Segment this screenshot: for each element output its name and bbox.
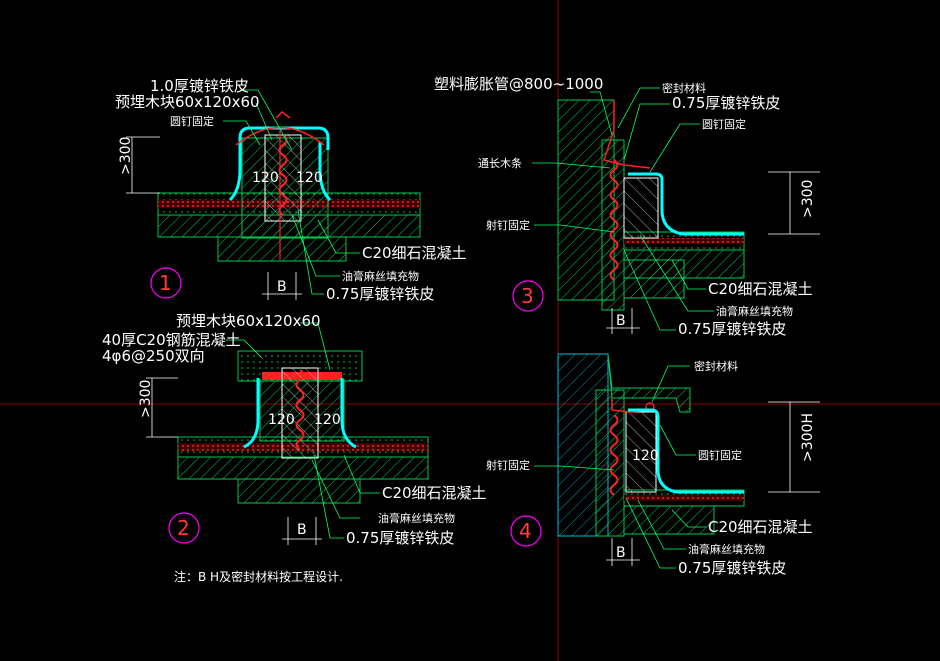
design-note: 注：B H及密封材料按工程设计. [174,569,343,584]
detail-3-nail-label: 圆钉固定 [702,117,746,131]
detail-3-strip-label: 通长木条 [478,156,522,170]
detail-3-pipe-label: 塑料膨胀管@800~1000 [434,75,603,93]
detail-3-concrete-label: C20细石混凝土 [708,280,813,298]
detail-2-width-right: 120 [314,412,341,428]
detail-1-width-left: 120 [252,170,279,186]
detail-1-width-right: 120 [296,170,323,186]
detail-4-height: >300H [800,413,816,462]
detail-4-number: 4 [519,519,532,543]
detail-2-concrete-label: C20细石混凝土 [382,484,487,502]
detail-3-b: B [616,313,626,329]
detail-2-height: >300 [138,380,154,418]
detail-2: >300 120 120 B 预埋木块60x120x60 40厚C20钢筋混凝土… [102,312,487,547]
detail-1-height: >300 [118,137,134,175]
detail-4-concrete-label: C20细石混凝土 [708,518,813,536]
detail-1-b: B [277,279,287,295]
detail-4-width: 120 [632,448,659,464]
detail-4-nail-label: 圆钉固定 [698,448,742,462]
detail-2-slab-label: 40厚C20钢筋混凝土 [102,331,241,349]
detail-3-galv-top-label: 0.75厚镀锌铁皮 [672,94,780,112]
detail-1-galv-label: 0.75厚镀锌铁皮 [326,285,434,303]
detail-4: >300H 120 B 密封材料 圆钉固定 射钉固定 C20细石混凝土 油膏麻丝… [486,353,820,577]
detail-1-block-label: 预埋木块60x120x60 [115,93,260,111]
detail-2-galv-label: 0.75厚镀锌铁皮 [346,529,454,547]
detail-1-nail-label: 圆钉固定 [170,114,214,128]
detail-1-sheet-label: 1.0厚镀锌铁皮 [150,77,249,95]
detail-1-concrete-label: C20细石混凝土 [362,244,467,262]
detail-3-filler-label: 油膏麻丝填充物 [716,304,793,318]
detail-4-seal-label: 密封材料 [694,359,738,373]
detail-3-seal-label: 密封材料 [662,81,706,95]
detail-2-b: B [297,522,307,538]
detail-3-shot-nail-label: 射钉固定 [486,218,530,232]
detail-4-galv-label: 0.75厚镀锌铁皮 [678,559,786,577]
detail-4-filler-label: 油膏麻丝填充物 [688,542,765,556]
detail-1-number: 1 [159,271,172,295]
detail-2-number: 2 [177,516,190,540]
detail-2-filler-label: 油膏麻丝填充物 [378,511,455,525]
detail-3-number: 3 [521,284,534,308]
detail-3-height: >300 [800,180,816,218]
detail-3-galv-label: 0.75厚镀锌铁皮 [678,320,786,338]
detail-2-rebar-label: 4φ6@250双向 [102,347,205,365]
detail-4-shot-nail-label: 射钉固定 [486,458,530,472]
detail-1-filler-label: 油膏麻丝填充物 [342,269,419,283]
detail-1: >300 120 120 B 1.0厚镀锌铁皮 预埋木块60x120x60 圆钉… [115,77,467,303]
detail-2-block-label: 预埋木块60x120x60 [176,312,321,330]
detail-3: >300 B 塑料膨胀管@800~1000 密封材料 0.75厚镀锌铁皮 圆钉固… [434,75,820,338]
detail-2-width-left: 120 [268,412,295,428]
detail-4-b: B [616,545,626,561]
